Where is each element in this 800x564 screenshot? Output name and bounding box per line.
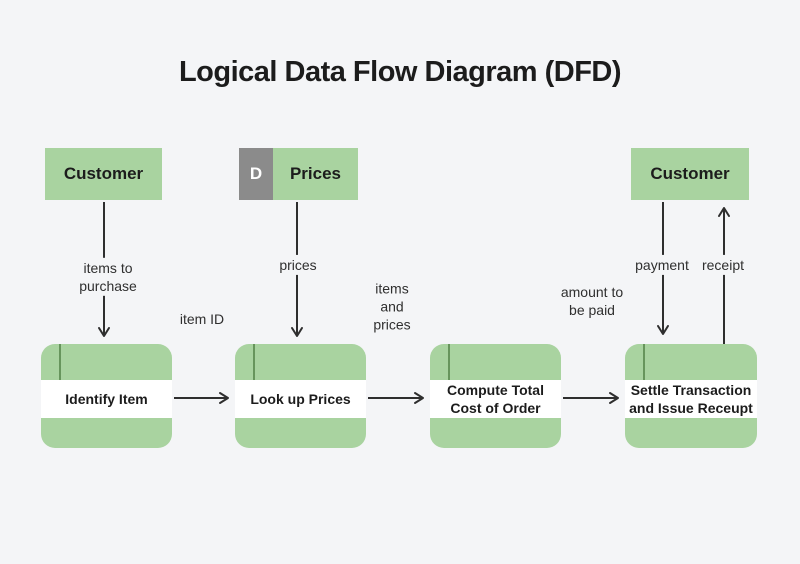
process-label: Compute Total Cost of Order — [430, 380, 561, 418]
entity-customer-source: Customer — [45, 148, 162, 200]
entity-label: Customer — [650, 164, 730, 183]
datastore-prices: D Prices — [239, 148, 358, 200]
process-identify-item: Identify Item — [41, 344, 172, 448]
process-label: Settle Transaction and Issue Receupt — [625, 380, 757, 418]
flow-label-prices: prices — [276, 254, 320, 276]
process-bottom-strip — [625, 418, 757, 448]
process-bottom-strip — [41, 418, 172, 448]
process-settle-transaction: Settle Transaction and Issue Receupt — [625, 344, 757, 448]
entity-label: Customer — [63, 164, 144, 183]
flow-label-payment: payment — [632, 254, 692, 276]
process-bottom-strip — [235, 418, 366, 448]
process-label: Identify Item — [41, 380, 172, 418]
flow-label-amount-to-be-paid: amount to be paid — [551, 281, 633, 321]
process-top-strip — [625, 344, 757, 380]
datastore-label: Prices — [273, 148, 358, 200]
flow-label-item-id: item ID — [176, 308, 228, 330]
process-top-strip — [430, 344, 561, 380]
process-accent-tick — [448, 344, 450, 380]
process-look-up-prices: Look up Prices — [235, 344, 366, 448]
process-accent-tick — [643, 344, 645, 380]
process-accent-tick — [59, 344, 61, 380]
page-title: Logical Data Flow Diagram (DFD) — [178, 56, 622, 88]
entity-customer-sink: Customer — [631, 148, 749, 200]
process-top-strip — [41, 344, 172, 380]
process-accent-tick — [253, 344, 255, 380]
process-bottom-strip — [430, 418, 561, 448]
flow-label-items-to-purchase: items to purchase — [69, 257, 147, 297]
flow-label-receipt: receipt — [698, 254, 748, 276]
flow-label-items-and-prices: items and prices — [366, 278, 418, 336]
process-compute-total-cost: Compute Total Cost of Order — [430, 344, 561, 448]
process-top-strip — [235, 344, 366, 380]
process-label: Look up Prices — [235, 380, 366, 418]
datastore-marker: D — [239, 148, 273, 200]
